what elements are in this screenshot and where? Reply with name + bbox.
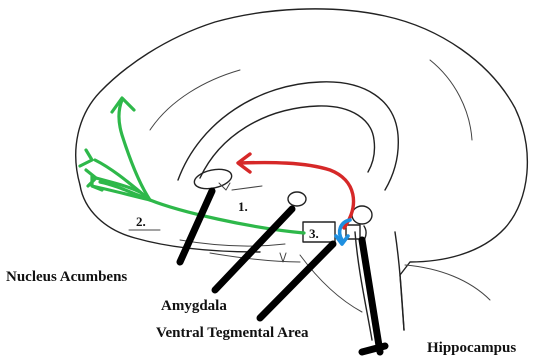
cortical-fold-1 [150, 70, 240, 130]
label-nucleus-accumbens: Nucleus Acumbens [6, 269, 127, 285]
label-vta: Ventral Tegmental Area [156, 325, 309, 341]
midbrain-line [180, 240, 285, 246]
brain-outline [76, 9, 528, 330]
pathway-number-2: 2. [136, 214, 146, 229]
frontal-lower-contour [80, 185, 260, 252]
cerebellum-arc [405, 265, 490, 300]
green-pathway [80, 98, 304, 233]
pointer-nucleus-accumbens [180, 191, 212, 262]
pathway-number-3: 3. [309, 226, 319, 241]
vta-box [303, 222, 335, 242]
basal-line [210, 253, 300, 262]
pathway-number-1: 1. [238, 199, 248, 214]
corpus-callosum [178, 82, 398, 190]
label-amygdala: Amygdala [161, 298, 227, 314]
red-pathway [238, 154, 353, 228]
cortical-fold-2 [430, 60, 472, 140]
nucleus-accumbens-underline [232, 186, 262, 190]
hippocampus-oval [352, 206, 372, 224]
brainstem-right [395, 232, 404, 330]
amygdala-oval [288, 192, 306, 206]
label-hippocampus: Hippocampus [427, 340, 516, 356]
arrowhead-mark-2 [280, 253, 286, 262]
corpus-callosum-inner [200, 106, 375, 178]
